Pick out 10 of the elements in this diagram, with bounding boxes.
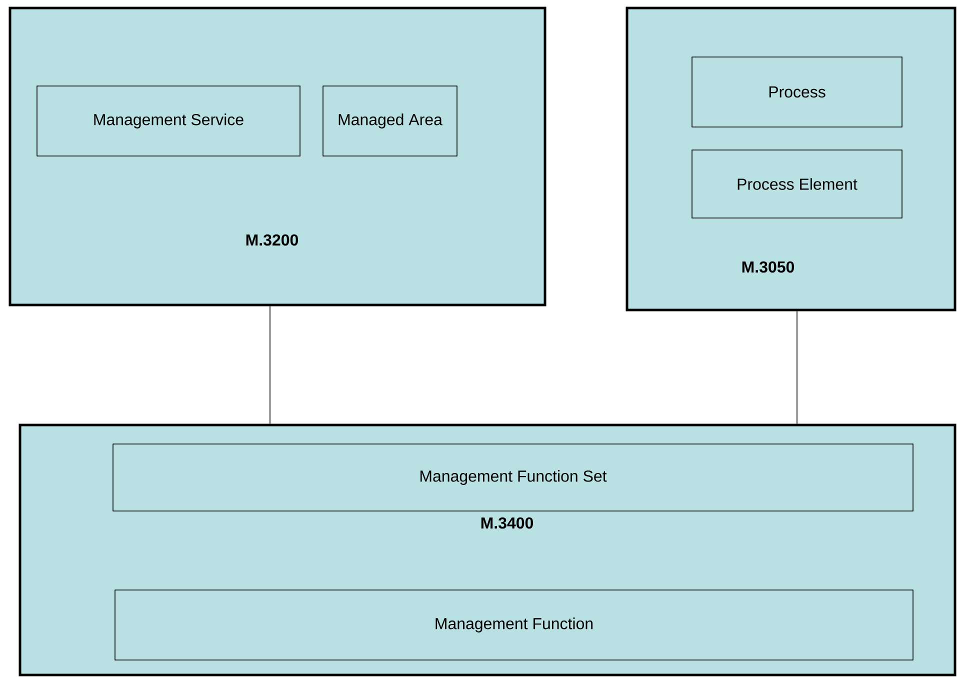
concept-box: Process Element <box>692 150 902 218</box>
connector-line <box>796 310 798 424</box>
concept-box: Management Function Set <box>112 444 914 512</box>
heading: M.3050 <box>742 261 794 273</box>
concept-box: Management Function <box>114 590 914 660</box>
concept-box: Process <box>692 56 902 128</box>
heading: M.3200 <box>246 234 298 246</box>
concept-box: Managed Area <box>322 86 458 156</box>
concept-box: Management Service <box>36 86 300 156</box>
heading: M.3400 <box>481 517 534 529</box>
